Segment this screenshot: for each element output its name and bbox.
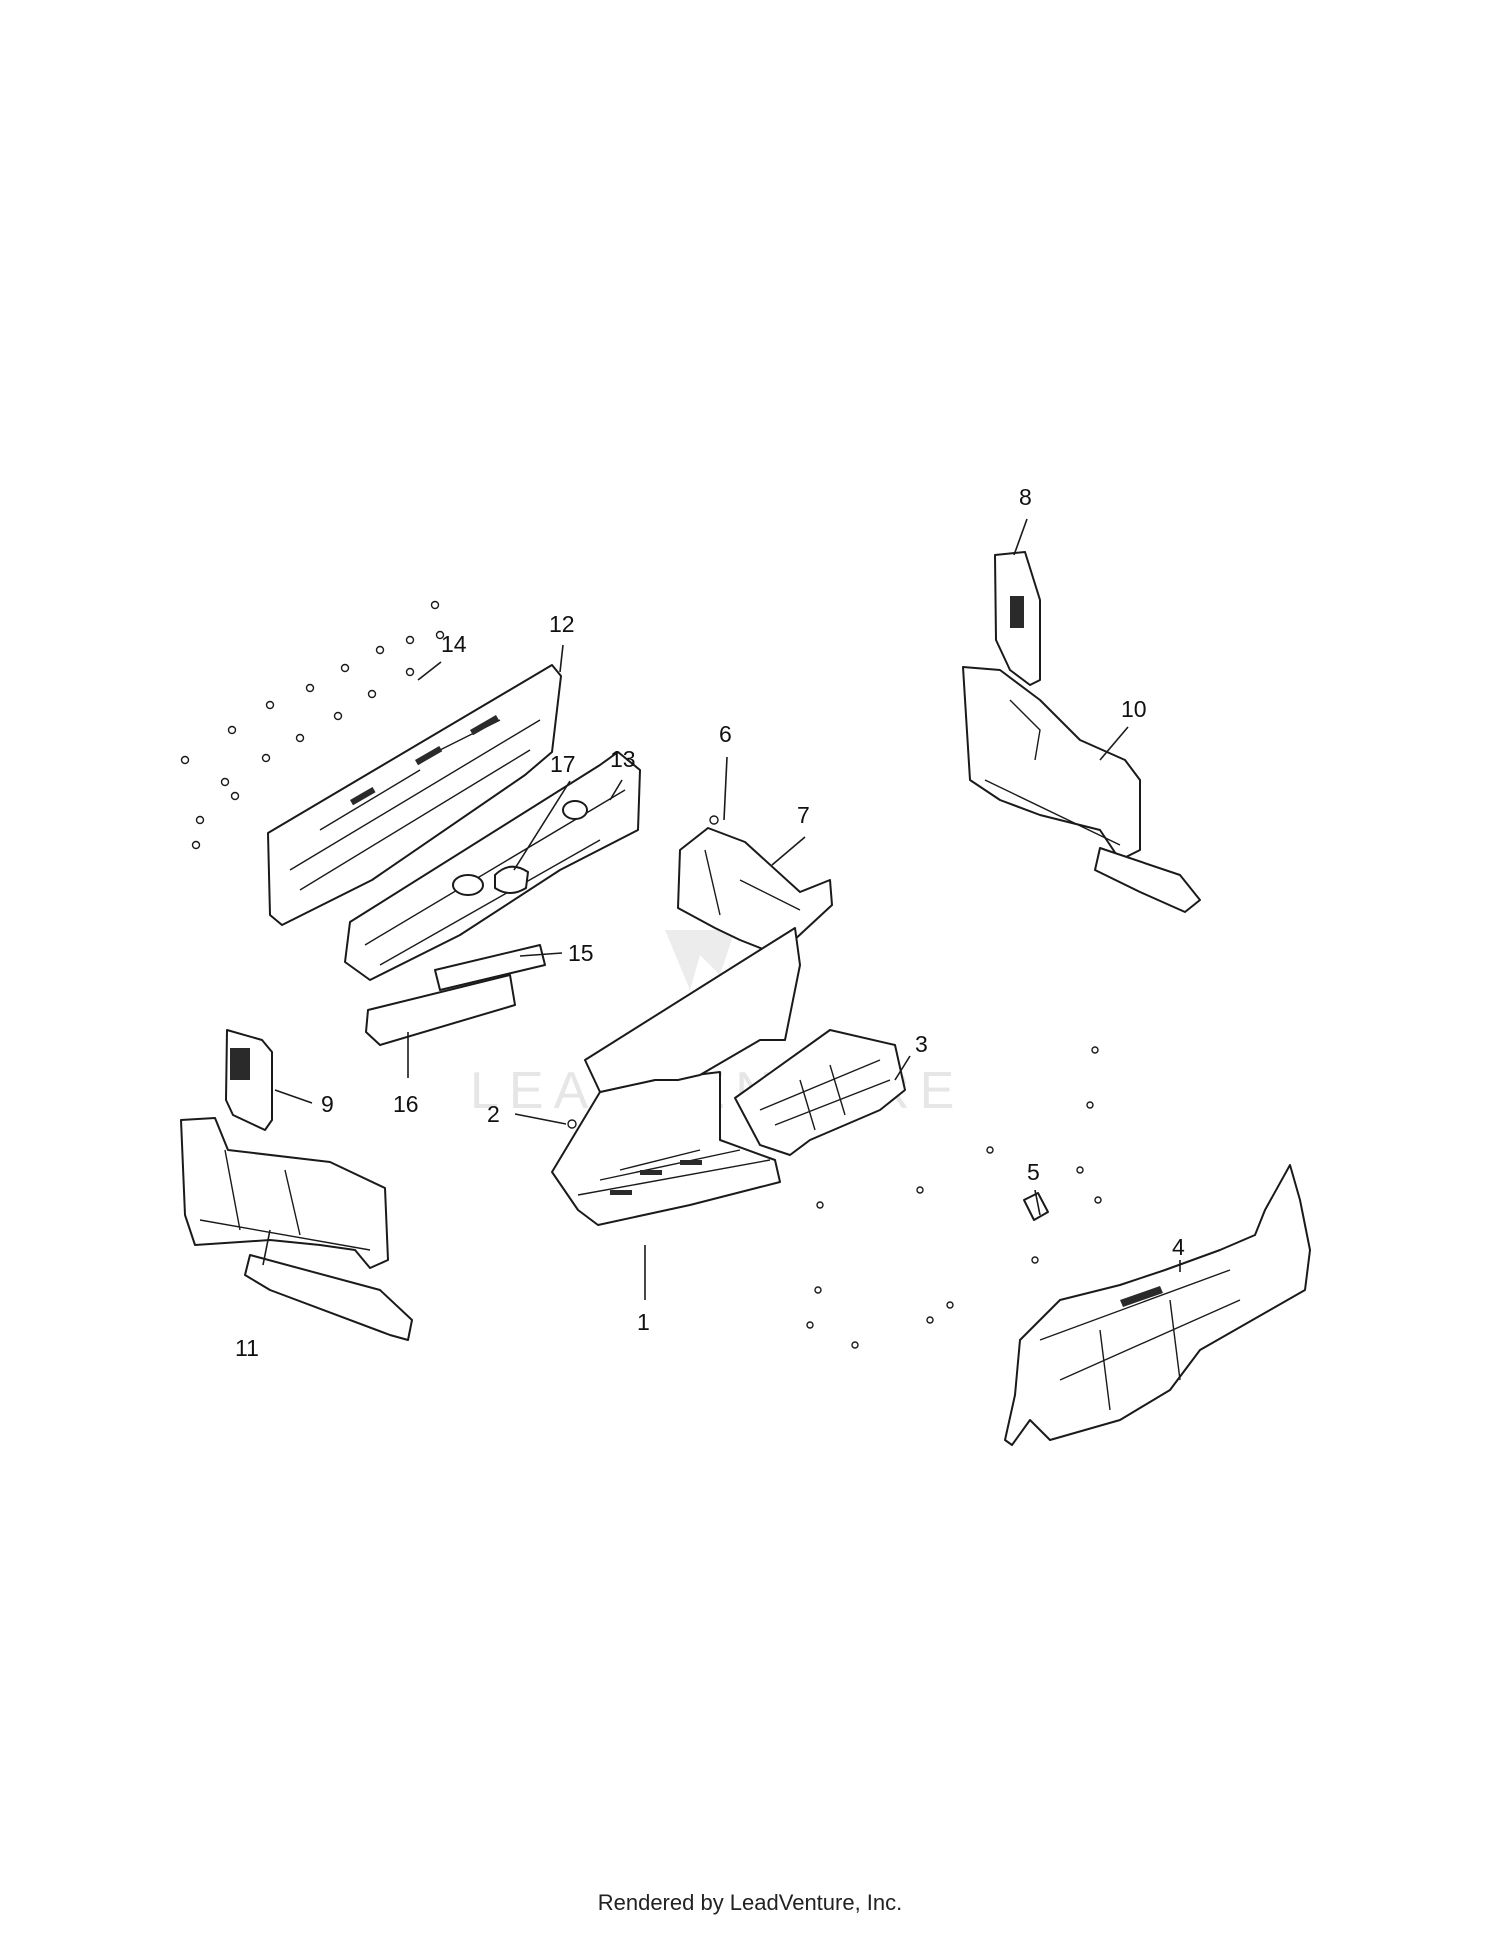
part-8-upper-cover[interactable] — [994, 551, 1041, 686]
callout-3: 3 — [915, 1031, 928, 1057]
part-15-pad[interactable] — [434, 944, 546, 991]
loose-fasteners[interactable] — [806, 1046, 1102, 1349]
part-10-right-panel[interactable] — [962, 666, 1201, 913]
callout-11: 11 — [235, 1335, 259, 1361]
callout-9: 9 — [321, 1091, 334, 1117]
part-14-screws[interactable] — [180, 600, 445, 850]
part-9-left-cover[interactable] — [225, 1029, 273, 1131]
callout-13: 13 — [610, 746, 636, 772]
callout-8: 8 — [1019, 484, 1032, 510]
leader-lines — [262, 518, 1181, 1300]
callout-5: 5 — [1027, 1159, 1040, 1185]
part-5-clip[interactable] — [1023, 1192, 1049, 1221]
part-11-left-panel[interactable] — [180, 1117, 413, 1341]
part-16-pad[interactable] — [365, 974, 516, 1046]
callout-14: 14 — [441, 631, 467, 657]
callout-15: 15 — [568, 940, 594, 966]
part-2-fastener[interactable] — [567, 1119, 577, 1129]
callout-17: 17 — [550, 751, 576, 777]
part-12-rear-panel[interactable] — [267, 664, 562, 926]
part-6-fastener[interactable] — [709, 815, 719, 825]
footer-credit: Rendered by LeadVenture, Inc. — [597, 1890, 903, 1915]
part-7-bracket[interactable] — [677, 827, 833, 956]
part-17-grommet[interactable] — [494, 865, 529, 894]
callout-2: 2 — [487, 1101, 500, 1127]
part-3-floor-tray[interactable] — [734, 1029, 906, 1156]
callout-labels: 1 2 3 4 5 6 7 8 9 10 11 12 13 14 15 16 1… — [235, 484, 1185, 1361]
callout-16: 16 — [393, 1091, 419, 1117]
callout-10: 10 — [1121, 696, 1147, 722]
callout-1: 1 — [637, 1309, 650, 1335]
callout-7: 7 — [797, 802, 810, 828]
part-1-floor-pan[interactable] — [551, 927, 801, 1226]
callout-12: 12 — [549, 611, 575, 637]
part-4-front-panel[interactable] — [1004, 1164, 1311, 1446]
callout-6: 6 — [719, 721, 732, 747]
part-13-cross-member[interactable] — [344, 751, 641, 981]
callout-4: 4 — [1172, 1234, 1185, 1260]
